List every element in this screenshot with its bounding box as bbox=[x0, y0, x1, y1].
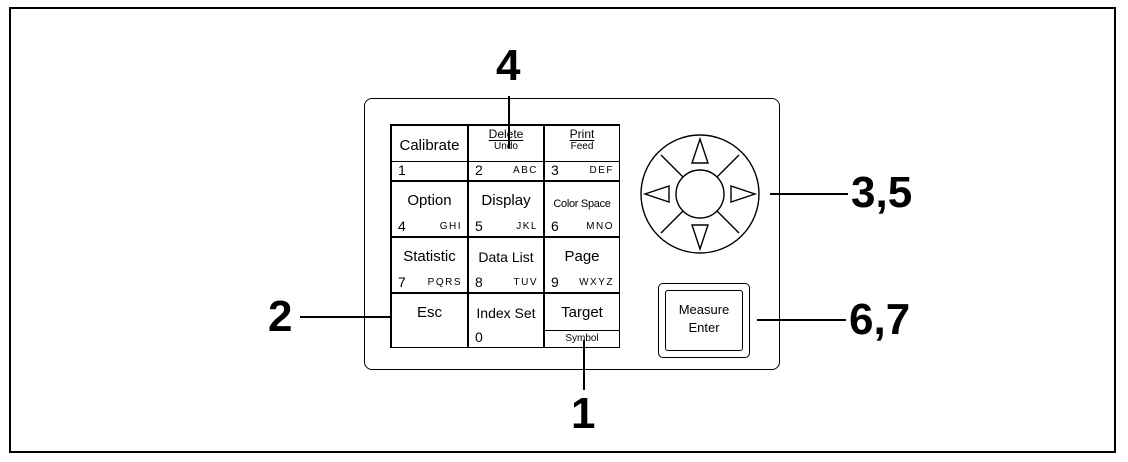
statistic-label: Statistic bbox=[403, 248, 456, 265]
callout-4: 4 bbox=[496, 41, 521, 90]
target-key[interactable]: Target Symbol bbox=[544, 293, 620, 348]
data-list-num: 8 bbox=[475, 274, 483, 290]
key-divider bbox=[392, 161, 467, 162]
index-set-label: Index Set bbox=[476, 305, 536, 321]
page-letters: WXYZ bbox=[579, 277, 614, 288]
key-divider bbox=[545, 330, 619, 331]
callout-3-5: 3,5 bbox=[851, 168, 913, 217]
calibrate-key[interactable]: Calibrate 1 bbox=[391, 125, 468, 181]
diagram-frame bbox=[9, 7, 1116, 453]
option-num: 4 bbox=[398, 218, 406, 234]
data-list-letters: TUV bbox=[513, 277, 538, 288]
callout-6-7: 6,7 bbox=[849, 295, 911, 344]
option-key[interactable]: Option 4 GHI bbox=[391, 181, 468, 237]
page-label: Page bbox=[564, 248, 600, 265]
color-space-label: Color Space bbox=[553, 198, 611, 210]
data-list-key[interactable]: Data List 8 TUV bbox=[468, 237, 544, 293]
index-set-key[interactable]: Index Set 0 bbox=[468, 293, 544, 348]
left-arrow-icon[interactable] bbox=[642, 185, 670, 203]
callout-2: 2 bbox=[268, 292, 293, 341]
key-divider bbox=[469, 161, 543, 162]
target-label: Target bbox=[561, 304, 603, 321]
print-key[interactable]: Print Feed 3 DEF bbox=[544, 125, 620, 181]
control-panel bbox=[364, 98, 780, 370]
page-key[interactable]: Page 9 WXYZ bbox=[544, 237, 620, 293]
color-space-key[interactable]: Color Space 6 MNO bbox=[544, 181, 620, 237]
display-key[interactable]: Display 5 JKL bbox=[468, 181, 544, 237]
statistic-num: 7 bbox=[398, 274, 406, 290]
print-label: Print bbox=[569, 127, 595, 141]
enter-label: Enter bbox=[688, 320, 720, 335]
display-letters: JKL bbox=[516, 221, 538, 232]
statistic-key[interactable]: Statistic 7 PQRS bbox=[391, 237, 468, 293]
symbol-label: Symbol bbox=[565, 333, 599, 344]
dpad-divider bbox=[716, 210, 740, 234]
page-num: 9 bbox=[551, 274, 559, 290]
feed-label: Feed bbox=[570, 141, 594, 152]
measure-enter-face: Measure Enter bbox=[665, 290, 743, 351]
key-divider bbox=[545, 161, 619, 162]
display-label: Display bbox=[481, 192, 531, 209]
up-arrow-icon[interactable] bbox=[691, 136, 709, 164]
calibrate-num: 1 bbox=[398, 162, 406, 178]
direction-pad[interactable] bbox=[640, 134, 760, 254]
esc-key[interactable]: Esc bbox=[391, 293, 468, 348]
data-list-label: Data List bbox=[478, 249, 534, 265]
delete-label: Delete bbox=[488, 127, 524, 141]
measure-enter-button[interactable]: Measure Enter bbox=[658, 283, 750, 358]
option-letters: GHI bbox=[439, 221, 462, 232]
undo-label: Undo bbox=[494, 141, 518, 152]
down-arrow-icon[interactable] bbox=[691, 224, 709, 252]
dpad-divider bbox=[716, 154, 740, 178]
color-space-num: 6 bbox=[551, 218, 559, 234]
print-num: 3 bbox=[551, 162, 559, 178]
option-label: Option bbox=[407, 192, 452, 209]
keypad: Calibrate 1 Delete Undo 2 ABC Print Feed… bbox=[390, 124, 620, 348]
dpad-divider bbox=[660, 210, 684, 234]
display-num: 5 bbox=[475, 218, 483, 234]
color-space-letters: MNO bbox=[586, 221, 614, 232]
statistic-letters: PQRS bbox=[427, 277, 462, 288]
delete-letters: ABC bbox=[512, 165, 538, 176]
index-set-num: 0 bbox=[475, 329, 483, 345]
right-arrow-icon[interactable] bbox=[730, 185, 758, 203]
delete-labels: Delete Undo bbox=[469, 128, 543, 153]
print-letters: DEF bbox=[589, 165, 614, 176]
delete-num: 2 bbox=[475, 162, 483, 178]
dpad-outer-ring bbox=[640, 134, 760, 254]
print-labels: Print Feed bbox=[545, 128, 619, 153]
esc-label: Esc bbox=[416, 304, 442, 321]
callout-1: 1 bbox=[571, 389, 596, 438]
measure-label: Measure bbox=[678, 302, 730, 317]
dpad-divider bbox=[660, 154, 684, 178]
delete-key[interactable]: Delete Undo 2 ABC bbox=[468, 125, 544, 181]
calibrate-label: Calibrate bbox=[399, 137, 460, 154]
dpad-center-button[interactable] bbox=[675, 169, 725, 219]
